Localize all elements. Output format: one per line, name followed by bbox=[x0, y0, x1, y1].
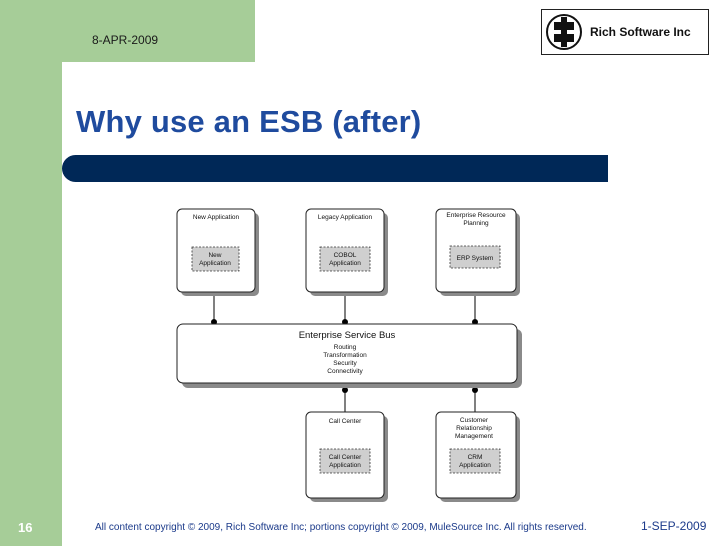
footer-date: 1-SEP-2009 bbox=[641, 519, 707, 533]
inner-label-line1: Call Center bbox=[329, 454, 362, 461]
system-crm: Customer Relationship Management CRM App… bbox=[435, 411, 520, 502]
inner-label-line2: Application bbox=[329, 462, 361, 469]
content-panel bbox=[62, 62, 728, 546]
system-title: New Application bbox=[193, 214, 240, 221]
system-title: Legacy Application bbox=[318, 214, 373, 221]
system-title-line3: Management bbox=[455, 433, 493, 440]
inner-label-line2: Application bbox=[329, 260, 361, 267]
inner-label-line2: Application bbox=[199, 260, 231, 267]
enterprise-service-bus: Enterprise Service Bus Routing Transform… bbox=[176, 323, 522, 388]
company-logo: Rich Software Inc bbox=[541, 9, 709, 55]
esb-feature-security: Security bbox=[333, 360, 357, 367]
logo-emblem-icon bbox=[546, 14, 582, 50]
title-underline-bar bbox=[62, 155, 608, 182]
system-call-center: Call Center Call Center Application bbox=[305, 411, 388, 502]
esb-feature-connectivity: Connectivity bbox=[327, 368, 363, 375]
esb-feature-transformation: Transformation bbox=[323, 352, 367, 359]
system-title-line2: Relationship bbox=[456, 425, 492, 432]
system-erp: Enterprise Resource Planning ERP System bbox=[435, 208, 520, 296]
inner-label-line2: Application bbox=[459, 462, 491, 469]
inner-label-line1: COBOL bbox=[334, 252, 357, 259]
left-green-band bbox=[0, 0, 62, 546]
system-legacy-application: Legacy Application COBOL Application bbox=[305, 208, 388, 296]
system-title-line1: Enterprise Resource bbox=[446, 212, 506, 219]
top-green-corner bbox=[62, 0, 255, 62]
esb-diagram: New Application New Application Legacy A… bbox=[176, 208, 522, 502]
esb-feature-routing: Routing bbox=[334, 344, 357, 351]
inner-label-line1: ERP System bbox=[457, 255, 494, 262]
slide-number: 16 bbox=[18, 520, 33, 535]
header-date: 8-APR-2009 bbox=[92, 33, 159, 47]
system-title: Call Center bbox=[329, 418, 362, 425]
system-title-line1: Customer bbox=[460, 417, 489, 424]
esb-title: Enterprise Service Bus bbox=[299, 330, 396, 341]
system-new-application: New Application New Application bbox=[176, 208, 259, 296]
logo-text: Rich Software Inc bbox=[590, 25, 691, 39]
inner-label-line1: CRM bbox=[468, 454, 483, 461]
footer-copyright: All content copyright © 2009, Rich Softw… bbox=[95, 522, 587, 533]
slide-title: Why use an ESB (after) bbox=[76, 104, 422, 139]
inner-label-line1: New bbox=[208, 252, 221, 259]
system-title-line2: Planning bbox=[463, 220, 489, 227]
